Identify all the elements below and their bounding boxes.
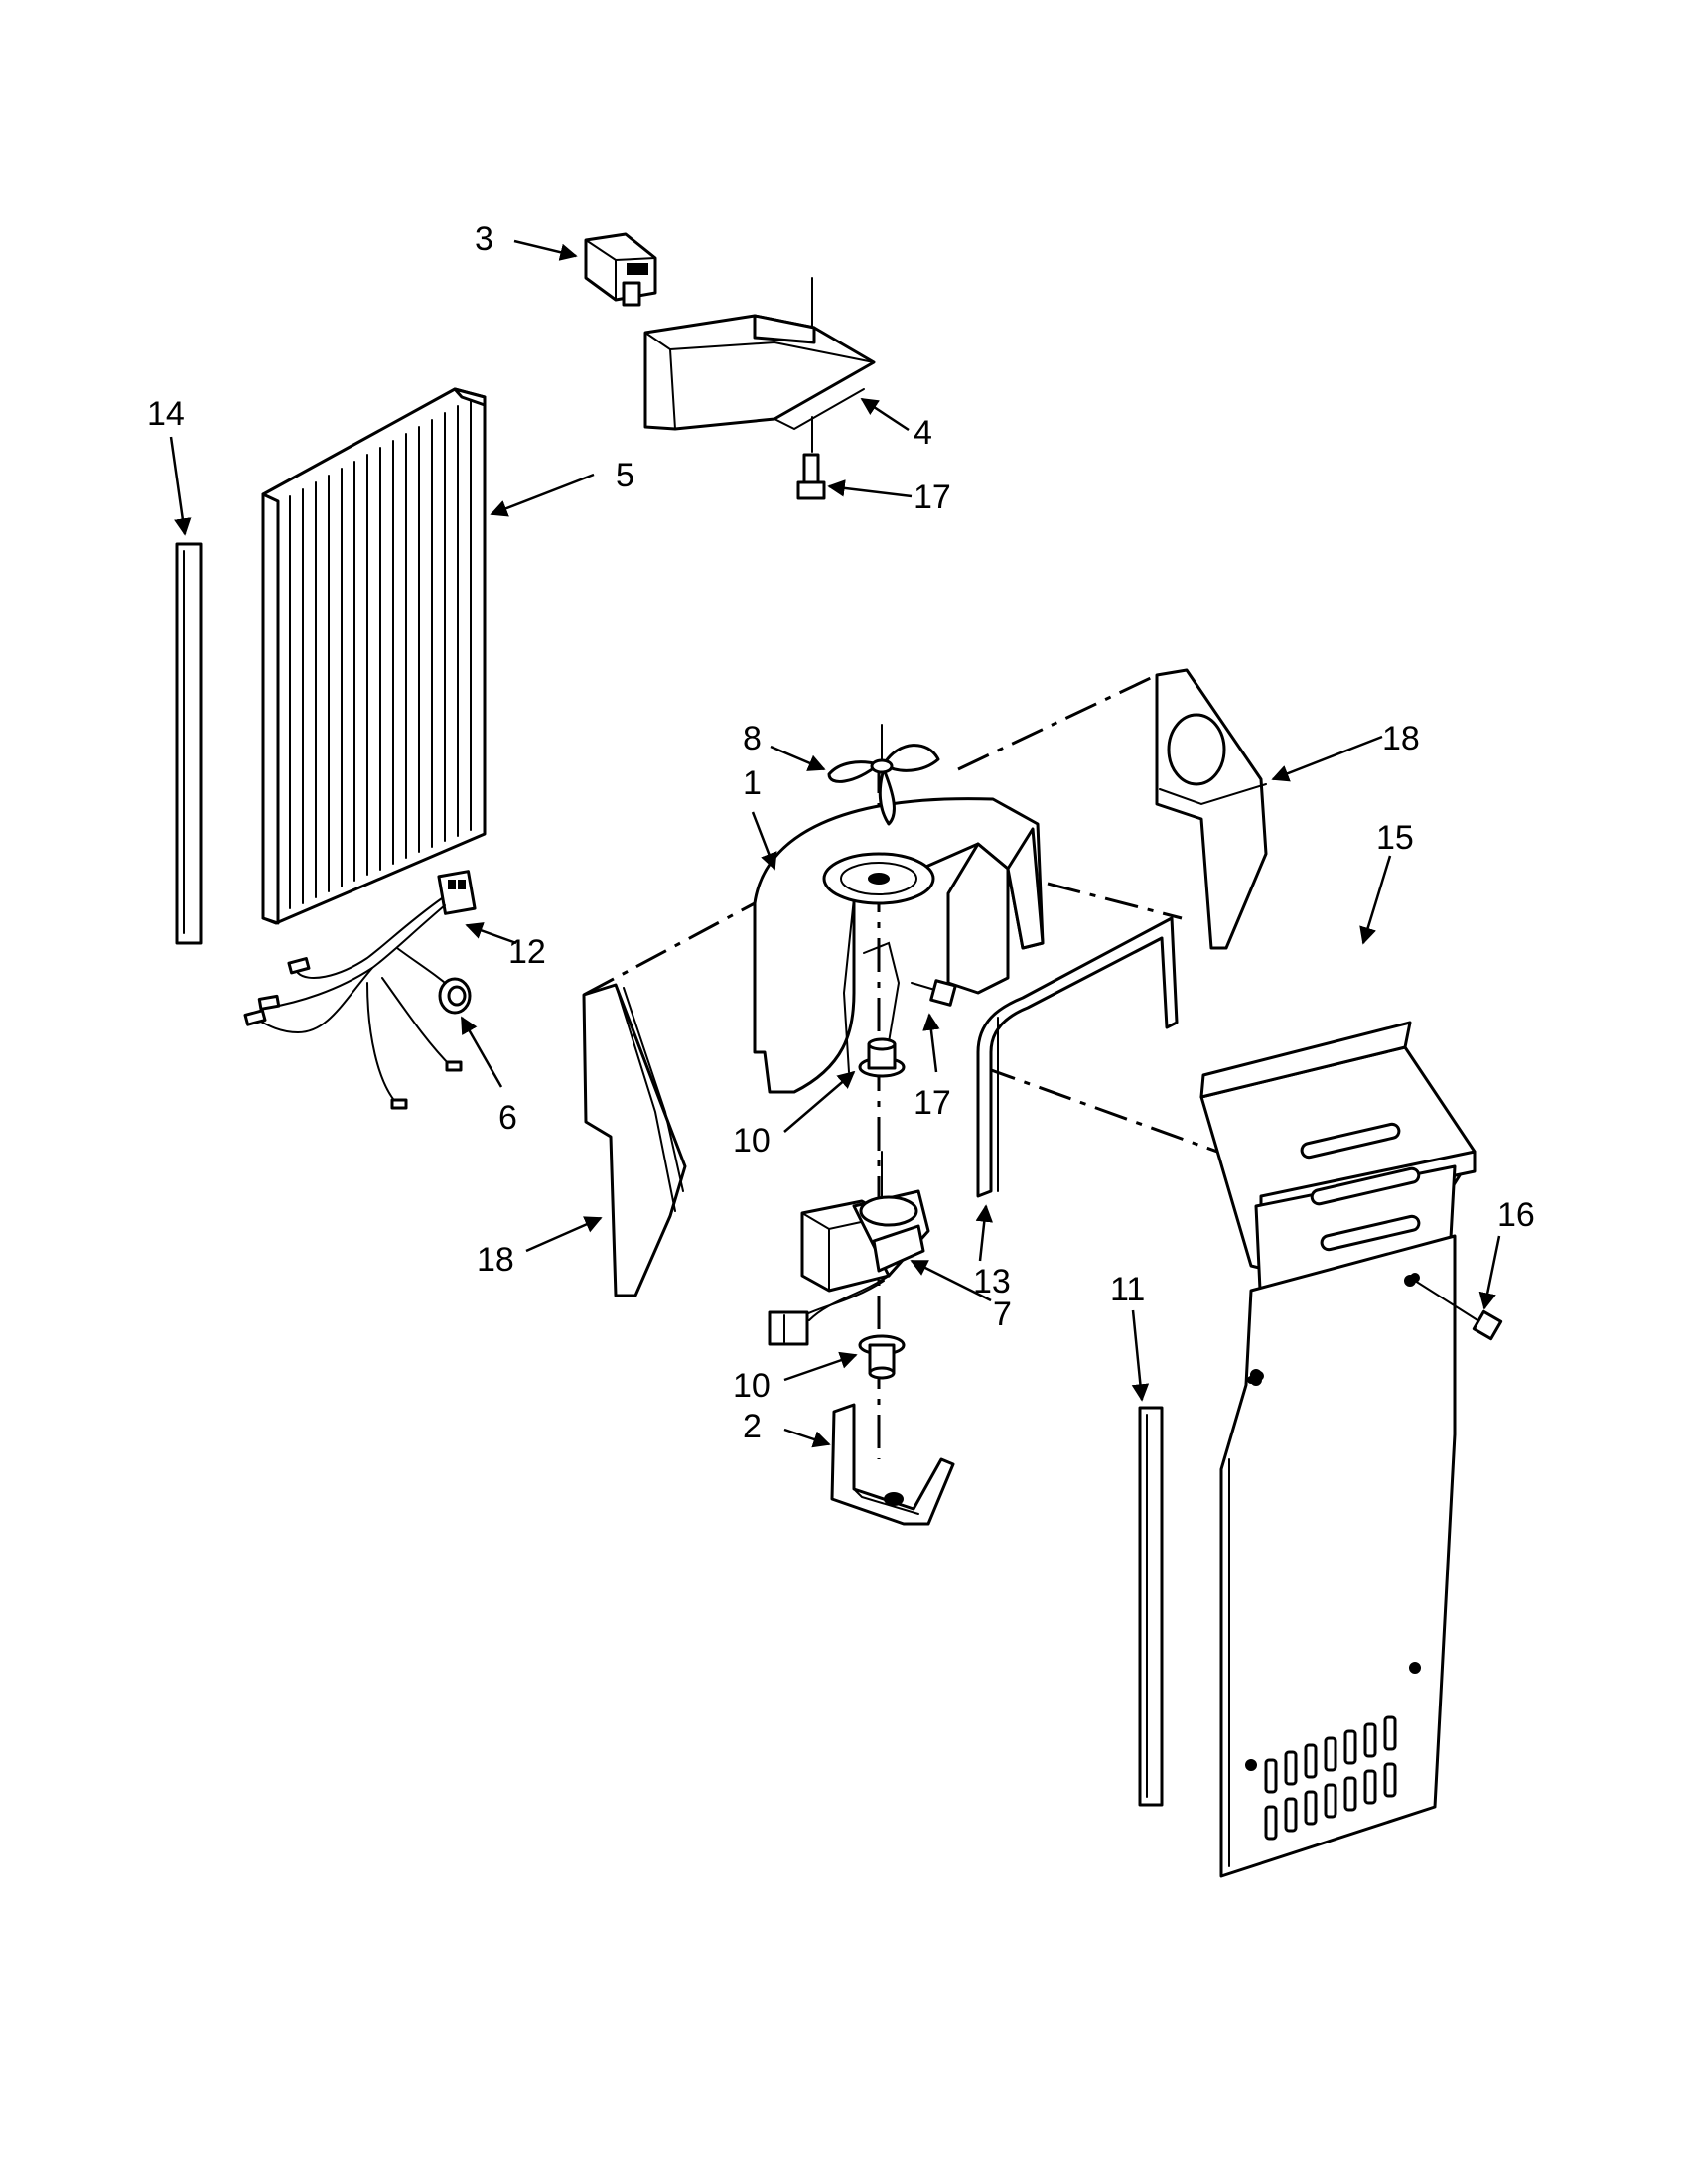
part-1-fan-shroud	[753, 797, 1045, 1094]
part-11-strip	[1138, 1406, 1164, 1807]
callout-17: 17	[914, 478, 951, 516]
part-7-fan-motor	[768, 1151, 930, 1346]
part-17-screw-top	[796, 453, 826, 500]
part-13-u-gasket	[976, 916, 1179, 1198]
part-14-strip	[175, 542, 203, 945]
assembly-lines	[583, 673, 1232, 1459]
callout-7: 7	[993, 1296, 1012, 1333]
part-4-duct	[643, 277, 876, 453]
callout-2: 2	[743, 1408, 762, 1445]
callout-11: 11	[1110, 1271, 1145, 1308]
part-6-grommet	[438, 977, 472, 1015]
callout-15: 15	[1376, 819, 1414, 857]
callouts: 3 4 17 14 5 12 6 8 1 18 15 17 10 10 13 7…	[147, 220, 1535, 1445]
part-12-wire-harness	[243, 870, 477, 1110]
part-18-right-panel	[1155, 668, 1268, 950]
evaporator-fins	[289, 400, 472, 909]
part-17-screw-mid	[911, 979, 957, 1007]
part-16-screw	[1414, 1280, 1503, 1341]
part-3-cap	[584, 232, 657, 307]
callout-8: 8	[743, 720, 762, 757]
part-10-bushing-upper	[858, 1037, 906, 1078]
callout-5: 5	[616, 457, 634, 494]
callout-1: 1	[743, 764, 762, 802]
callout-16: 16	[1497, 1196, 1535, 1234]
callout-6: 6	[498, 1099, 517, 1137]
callout-18b: 18	[477, 1241, 514, 1279]
callout-17b: 17	[914, 1084, 951, 1122]
part-2-bracket	[830, 1403, 955, 1526]
callout-10a: 10	[733, 1122, 771, 1160]
callout-12: 12	[508, 933, 546, 971]
part-15-rear-cover	[1199, 1021, 1477, 1878]
callout-3: 3	[475, 220, 493, 258]
callout-10b: 10	[733, 1367, 771, 1405]
callout-13: 13	[973, 1263, 1011, 1300]
callout-18a: 18	[1382, 720, 1420, 757]
leader-lines	[169, 239, 1501, 1448]
part-5-evaporator	[261, 387, 487, 925]
part-18-left-panel	[582, 983, 687, 1297]
callout-14: 14	[147, 395, 185, 433]
part-10-bushing-lower	[858, 1334, 906, 1380]
part-8-fan-blade	[827, 724, 940, 826]
callout-4: 4	[914, 414, 932, 452]
louver-vents	[1264, 1715, 1397, 1841]
